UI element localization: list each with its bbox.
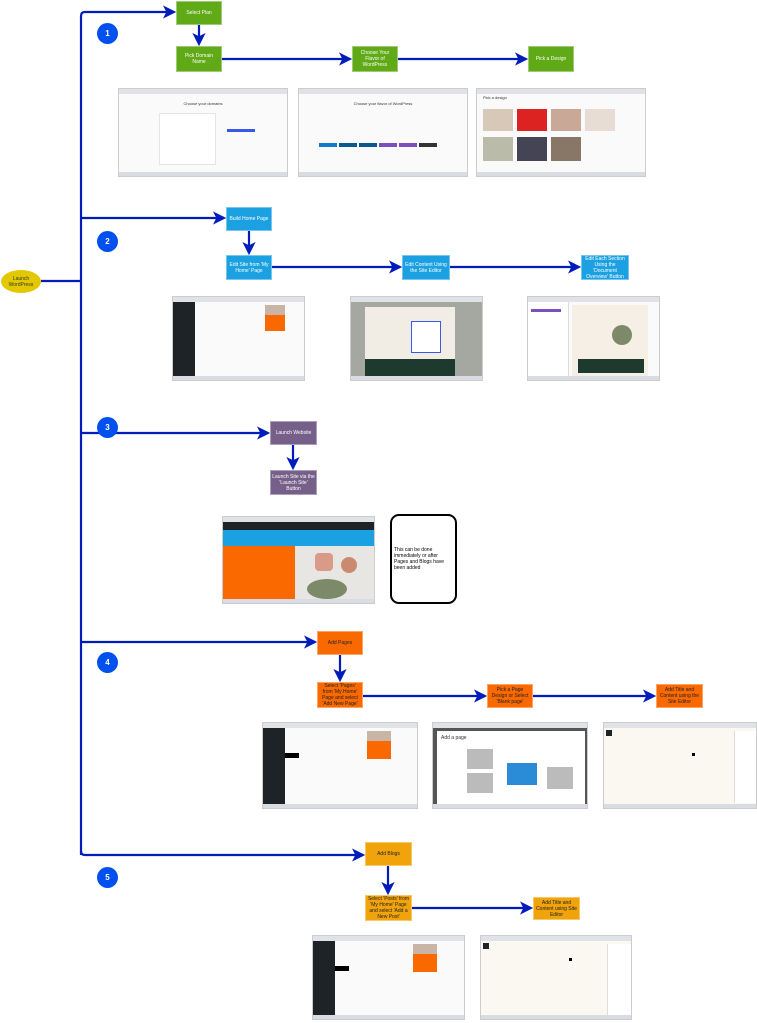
step-number-5: 5 <box>97 867 118 888</box>
step-add-blogs: Add Blogs <box>365 842 412 866</box>
step-add-title-content-blogs: Add Title and Content using Site Editor <box>533 897 580 920</box>
screenshot-add-page: Add a page <box>432 722 588 809</box>
screenshot-title: Pick a design <box>483 95 507 100</box>
step-edit-each-section: Edit Each Section Using the 'Document Ov… <box>581 255 629 280</box>
step-choose-flavor: Choose Your Flavor of WordPress <box>352 46 398 72</box>
step-select-pages-add-new: Select 'Pages' from 'My Home' Page and s… <box>317 682 363 708</box>
step-add-pages: Add Pages <box>317 631 363 655</box>
screenshot-title: Add a page <box>441 735 467 741</box>
screenshot-pages-menu <box>262 722 418 809</box>
step-edit-content-site-editor: Edit Content Using the Site Editor <box>402 255 450 280</box>
step-select-plan: Select Plan <box>176 1 222 25</box>
screenshot-pick-design: Pick a design <box>476 88 646 177</box>
step-add-title-content-pages: Add Title and Content using the Site Edi… <box>656 684 703 708</box>
screenshot-title: Choose your flavor of WordPress <box>353 101 413 106</box>
screenshot-choose-flavor: Choose your flavor of WordPress <box>298 88 468 177</box>
step-number-3: 3 <box>97 417 118 438</box>
screenshot-choose-domains: Choose your domains <box>118 88 288 177</box>
step-launch-website: Launch Website <box>270 421 317 445</box>
screenshot-document-overview <box>527 296 660 381</box>
step-number-2: 2 <box>97 231 118 252</box>
screenshot-page-editor <box>603 722 757 809</box>
step-build-home-page: Build Home Page <box>226 207 272 231</box>
screenshot-my-home <box>172 296 305 381</box>
step-pick-page-design: Pick a Page Design or Select 'Blank page… <box>487 684 533 708</box>
step-pick-design: Pick a Design <box>528 46 574 72</box>
screenshot-posts-menu <box>312 935 465 1020</box>
screenshot-title: Choose your domains <box>183 101 223 106</box>
launch-timing-note: This can be done immediately or after Pa… <box>390 514 457 604</box>
screenshot-site-editor <box>350 296 483 381</box>
screenshot-launched-site <box>222 516 375 604</box>
step-edit-site-my-home: Edit Site from 'My Home' Page <box>226 255 272 280</box>
step-select-posts-add-new: Select 'Posts' from 'My Home' Page and s… <box>365 895 412 921</box>
step-number-1: 1 <box>97 23 118 44</box>
start-node-launch-wordpress: Launch WordPress <box>1 270 41 293</box>
screenshot-post-editor <box>480 935 632 1020</box>
step-launch-site-button: Launch Site via the 'Launch Site' Button <box>270 470 317 495</box>
step-pick-domain-name: Pick Domain Name <box>176 46 222 72</box>
step-number-4: 4 <box>97 652 118 673</box>
